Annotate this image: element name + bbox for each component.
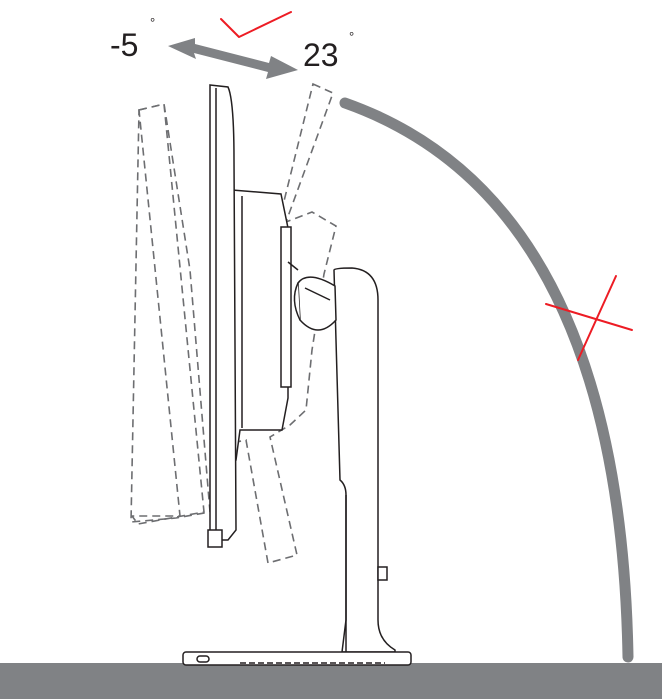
monitor-tilt-back-outline [130,103,211,525]
tilt-forward-degree: ° [349,29,354,44]
vesa-mount [280,226,292,388]
monitor-base [182,651,412,666]
panel-foot [207,529,223,548]
tilt-forward-label: 23 [303,37,339,73]
rotation-arc [339,97,634,663]
hinge-arm [293,276,337,331]
double-arrow-icon [168,38,298,79]
monitor-panel [207,84,237,548]
monitor-stand [333,267,396,653]
monitor-back-housing [231,189,299,461]
stand-clip [377,566,388,581]
tilt-back-degree: ° [150,15,155,30]
base-button [196,655,210,663]
check-mark-icon [220,11,292,38]
cross-mark-icon [545,275,633,361]
tilt-back-label: -5 [110,27,138,63]
desk-surface [0,663,662,699]
